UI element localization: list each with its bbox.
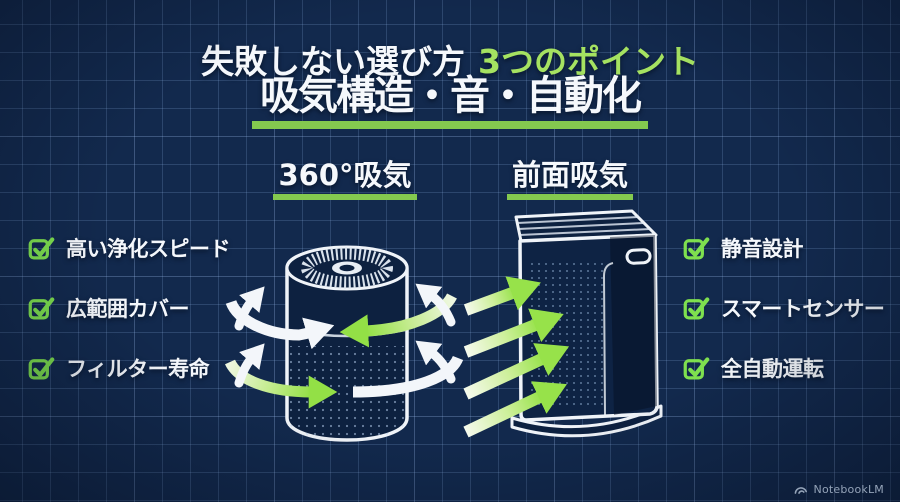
list-item: スマートセンサー bbox=[683, 288, 885, 328]
tower-purifier-illustration bbox=[463, 209, 663, 438]
list-item: 広範囲カバー bbox=[28, 288, 230, 328]
section-header-360-intake: 360°吸気 bbox=[225, 159, 465, 200]
checklist-360-benefits: 高い浄化スピード 広範囲カバー フィルター寿命 bbox=[28, 228, 231, 408]
section-header-front-intake: 前面吸気 bbox=[460, 159, 680, 200]
list-item: 高い浄化スピード bbox=[28, 228, 231, 268]
top-grille bbox=[517, 216, 651, 236]
subtitle-text: 吸気構造・音・自動化 bbox=[252, 73, 648, 129]
list-item: フィルター寿命 bbox=[28, 348, 230, 388]
checked-checkbox-icon bbox=[683, 297, 710, 320]
checklist-label: 高い浄化スピード bbox=[66, 237, 231, 261]
top-fan-vent bbox=[301, 247, 393, 289]
front-airflow-arrows-icon bbox=[463, 276, 570, 438]
circular-airflow-arrows-icon bbox=[225, 283, 464, 409]
checked-checkbox-icon bbox=[683, 357, 710, 380]
cylindrical-purifier-illustration bbox=[225, 245, 464, 442]
checked-checkbox-icon bbox=[28, 357, 55, 380]
page-subtitle: 吸気構造・音・自動化 bbox=[0, 73, 900, 129]
checklist-label: スマートセンサー bbox=[721, 297, 885, 321]
notebooklm-logo-icon bbox=[794, 487, 807, 494]
side-handle bbox=[625, 248, 652, 265]
checked-checkbox-icon bbox=[28, 297, 55, 320]
checked-checkbox-icon bbox=[28, 237, 55, 260]
list-item: 全自動運転 bbox=[683, 348, 884, 388]
checklist-front-benefits: 静音設計 スマートセンサー 全自動運転 bbox=[683, 228, 885, 408]
brand-label: NotebookLM bbox=[813, 483, 884, 496]
brand-watermark: NotebookLM bbox=[793, 483, 884, 496]
list-item: 静音設計 bbox=[683, 228, 884, 268]
checked-checkbox-icon bbox=[683, 237, 710, 260]
checklist-label: 静音設計 bbox=[721, 237, 804, 261]
checklist-label: 広範囲カバー bbox=[66, 297, 190, 321]
checklist-label: フィルター寿命 bbox=[66, 357, 210, 381]
cylinder-body bbox=[285, 245, 409, 442]
title-green-part: 3つのポイント bbox=[478, 42, 699, 81]
title-white-part: 失敗しない選び方 bbox=[201, 42, 466, 81]
page-title: 失敗しない選び方 3つのポイント bbox=[0, 35, 900, 83]
checklist-label: 全自動運転 bbox=[721, 357, 824, 381]
